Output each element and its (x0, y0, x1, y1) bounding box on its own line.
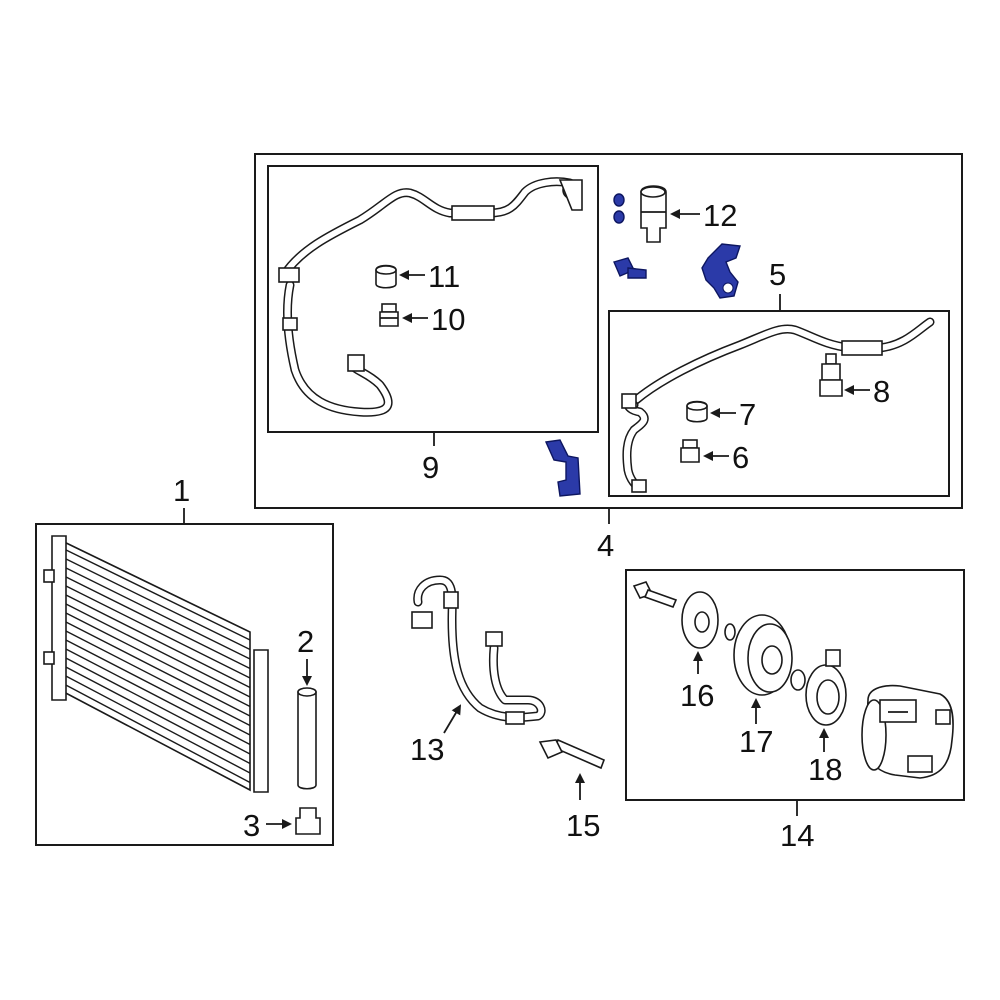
callout-5: 5 (769, 257, 786, 292)
callout-6: 6 (732, 440, 749, 475)
callout-16: 16 (680, 678, 714, 713)
callout-14: 14 (780, 818, 814, 853)
condenser-fin (61, 583, 251, 679)
condenser-fin (61, 682, 251, 784)
condenser-fin (61, 655, 251, 755)
condenser-fin (61, 556, 251, 651)
snap-ring (790, 669, 806, 691)
condenser-fin (61, 574, 251, 670)
compressor-body (861, 684, 954, 779)
callout-10: 10 (431, 302, 465, 337)
condenser-fin (61, 565, 251, 660)
part-12-receiver-drier (640, 185, 667, 243)
condenser-fin (61, 664, 251, 765)
callout-7: 7 (739, 397, 756, 432)
callout-2: 2 (297, 624, 314, 659)
callout-13: 13 (410, 732, 444, 767)
condenser-fin (61, 619, 251, 717)
part-13-hose (411, 575, 546, 725)
condenser-fin (61, 673, 251, 774)
part-3-plug (295, 807, 321, 835)
callout-1: 1 (173, 473, 190, 508)
part-6-switch (680, 439, 700, 463)
part-15-bolt (538, 738, 606, 770)
callout-17: 17 (739, 724, 773, 759)
condenser-fin (61, 592, 251, 689)
callout-9: 9 (422, 450, 439, 485)
lower-bracket-highlighted (544, 439, 581, 497)
part-10-switch (379, 303, 399, 327)
callout-15: 15 (566, 808, 600, 843)
part-12-o-ring-b (613, 210, 625, 224)
condenser-fin (61, 646, 251, 746)
part-1-condenser (43, 535, 269, 793)
bolt-highlighted (613, 257, 647, 279)
assembly-14-frame (625, 569, 965, 801)
part-16-hub (681, 591, 719, 649)
part-2-desiccant (297, 687, 317, 790)
hose-5-assembly (621, 317, 935, 493)
part-18-field-coil (805, 649, 847, 726)
assembly-1-frame (35, 523, 334, 846)
condenser-fin (61, 547, 251, 641)
part-17-pulley (733, 614, 793, 696)
assembly-9-frame (267, 165, 599, 433)
callout-18: 18 (808, 752, 842, 787)
bracket-highlighted (701, 243, 741, 299)
shim (724, 623, 736, 641)
compressor-bolt (632, 581, 678, 609)
callout-3: 3 (243, 808, 260, 843)
condenser-fin (61, 601, 251, 698)
part-12-o-ring-a (613, 193, 625, 207)
condenser-fin (61, 637, 251, 736)
callout-4: 4 (597, 528, 614, 563)
hose-9-assembly (278, 177, 583, 417)
callout-11: 11 (428, 259, 460, 294)
assembly-5-frame (608, 310, 950, 497)
condenser-fin (61, 628, 251, 727)
callout-8: 8 (873, 374, 890, 409)
callout-12: 12 (703, 198, 737, 233)
part-8-valve (819, 353, 843, 397)
condenser-fin (61, 610, 251, 708)
